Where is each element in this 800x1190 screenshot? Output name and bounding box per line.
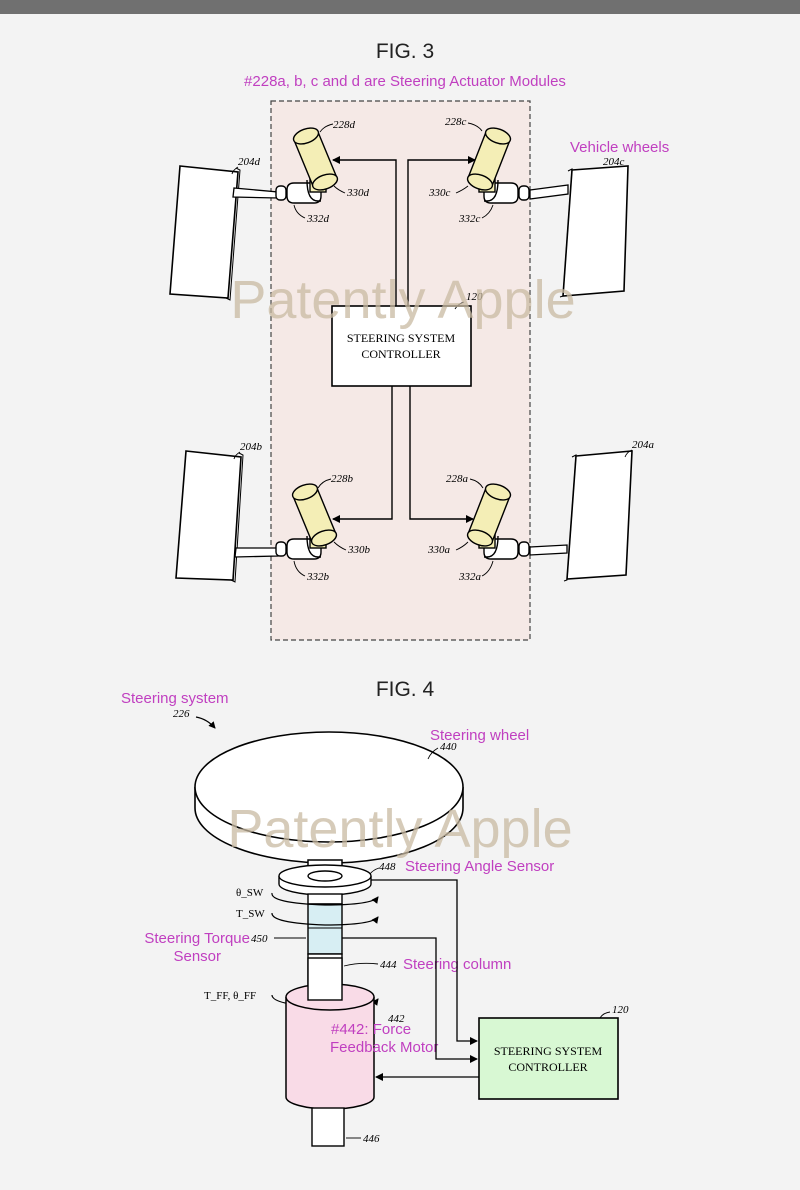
fig3-watermark: Patently Apple <box>230 270 575 330</box>
link-ref-332d: 332d <box>306 213 330 225</box>
wheel-ref-204b: 204b <box>240 441 263 453</box>
fig4-controller-line2: CONTROLLER <box>508 1060 587 1074</box>
fig4-controller-line1: STEERING SYSTEM <box>494 1044 603 1058</box>
torque-sensor-label-line2: Sensor <box>173 948 221 965</box>
joint-ref-330b: 330b <box>347 544 371 556</box>
column-segment <box>307 893 343 905</box>
steering-wheel-ref: 440 <box>440 741 457 753</box>
steering-torque-sensor-450 <box>307 903 343 955</box>
shaft-ref: 446 <box>363 1133 380 1145</box>
steering-wheel-label: Steering wheel <box>430 727 529 744</box>
fig3-controller-line1: STEERING SYSTEM <box>347 331 456 345</box>
t-sw-label: T_SW <box>236 908 265 920</box>
fig4-controller-ref: 120 <box>612 1004 629 1016</box>
fig4-controller-box <box>478 1017 619 1100</box>
fig4-signal-lines <box>342 879 479 1081</box>
wheel-ref-204a: 204a <box>632 439 655 451</box>
actuator-ref-228a: 228a <box>446 473 469 485</box>
link-ref-332b: 332b <box>306 571 330 583</box>
wheel-ref-204d: 204d <box>238 156 261 168</box>
motor-label-line1: #442: Force <box>331 1021 411 1038</box>
top-bar <box>0 0 800 14</box>
controller-signal-lines <box>332 156 476 523</box>
actuator-module-228d <box>275 127 339 204</box>
fig4-title: FIG. 4 <box>376 678 435 701</box>
fig3-title: FIG. 3 <box>376 40 434 63</box>
steering-wheel-440 <box>194 731 464 864</box>
fig3-controller-line2: CONTROLLER <box>361 347 440 361</box>
actuator-module-228c <box>466 127 530 204</box>
fig3-annotation: #228a, b, c and d are Steering Actuator … <box>244 73 566 90</box>
motor-label-line2: Feedback Motor <box>330 1039 438 1056</box>
wheel-204d <box>169 165 241 301</box>
angle-sensor-label: Steering Angle Sensor <box>405 858 554 875</box>
actuator-ref-228d: 228d <box>333 119 356 131</box>
torque-sensor-ref: 450 <box>251 933 268 945</box>
output-shaft-446 <box>311 1107 345 1147</box>
joint-ref-330c: 330c <box>428 187 451 199</box>
wheel-204c <box>559 165 629 298</box>
fig4-watermark: Patently Apple <box>227 799 572 859</box>
theta-sw-label: θ_SW <box>236 887 264 899</box>
fig3-controller-box <box>331 305 472 387</box>
motor-ref: 442 <box>388 1013 405 1025</box>
joint-ref-330d: 330d <box>346 187 370 199</box>
link-ref-332c: 332c <box>458 213 481 225</box>
column-ref: 444 <box>380 959 397 971</box>
wheel-204b <box>175 450 244 583</box>
steering-system-label: Steering system <box>121 690 229 707</box>
steering-system-ref: 226 <box>173 708 190 720</box>
actuator-module-228a <box>466 483 530 560</box>
steering-angle-sensor-448 <box>278 864 372 896</box>
actuator-ref-228c: 228c <box>445 116 467 128</box>
wheel-204a <box>563 450 633 582</box>
actuator-ref-228b: 228b <box>331 473 354 485</box>
wheel-ref-204c: 204c <box>603 156 625 168</box>
link-ref-332a: 332a <box>458 571 482 583</box>
t-ff-label: T_FF, θ_FF <box>204 990 256 1002</box>
angle-sensor-ref: 448 <box>379 861 396 873</box>
joint-ref-330a: 330a <box>427 544 451 556</box>
column-lower <box>307 957 343 1001</box>
torque-sensor-label-line1: Steering Torque <box>144 930 250 947</box>
actuator-module-228b <box>275 483 338 560</box>
fig3-controller-ref: 120 <box>466 291 483 303</box>
vehicle-wheels-label: Vehicle wheels <box>570 139 669 156</box>
